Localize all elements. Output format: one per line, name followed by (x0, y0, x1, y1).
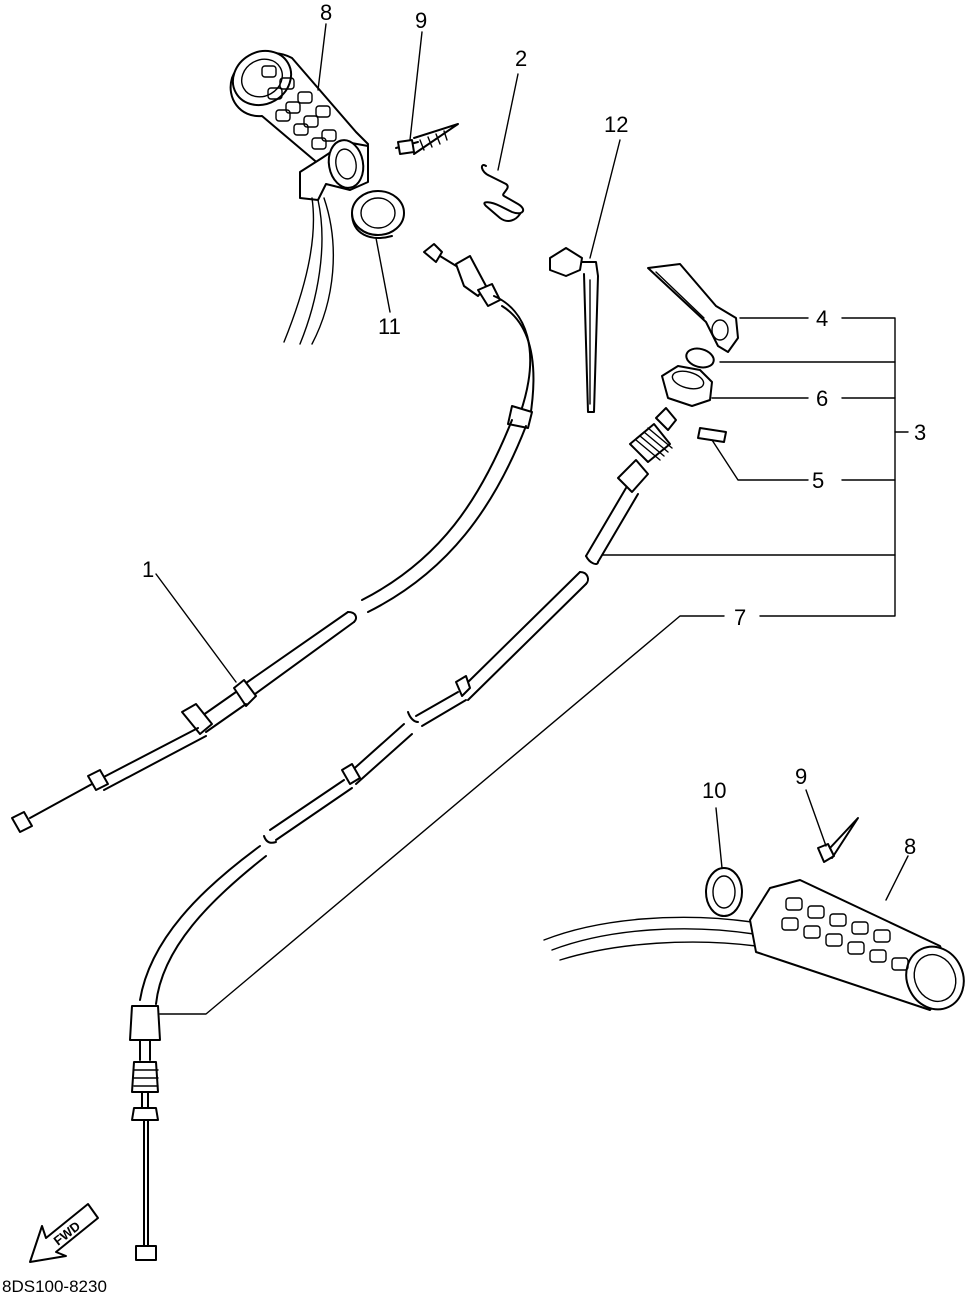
cable-guide-4 (647, 263, 739, 353)
leader-lines (155, 23, 909, 1015)
cable-7 (129, 407, 677, 1261)
callout-10: 10 (702, 778, 726, 803)
callout-9-bottom: 9 (795, 764, 807, 789)
right-grip-bottom (543, 879, 965, 1011)
collar-11 (351, 190, 405, 239)
fwd-arrow-icon: FWD (29, 1203, 99, 1263)
pin-5 (697, 427, 727, 443)
nut-6 (661, 365, 713, 407)
screw-top (395, 123, 459, 155)
callout-1: 1 (142, 557, 154, 582)
callout-11: 11 (378, 314, 401, 339)
cable-1 (11, 243, 535, 833)
diagram-code: 8DS100-8230 (2, 1277, 107, 1296)
callout-2: 2 (515, 46, 527, 71)
callout-4: 4 (816, 306, 828, 331)
callout-7: 7 (734, 605, 746, 630)
callout-8-top: 8 (320, 0, 332, 25)
clip-2 (480, 164, 525, 222)
callout-8-bottom: 8 (904, 834, 916, 859)
left-grip-top (229, 49, 369, 345)
callout-9-top: 9 (415, 8, 427, 33)
cable-tie-12 (549, 247, 599, 413)
callout-5: 5 (812, 468, 824, 493)
callout-3: 3 (914, 420, 926, 445)
ring (685, 347, 715, 369)
screw-bottom (817, 817, 859, 863)
collar-10 (705, 867, 743, 917)
callout-6: 6 (816, 386, 828, 411)
callout-12: 12 (604, 112, 628, 137)
